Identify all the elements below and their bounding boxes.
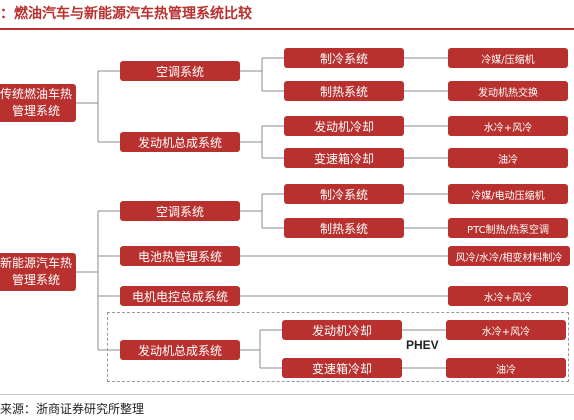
connector <box>240 125 284 159</box>
connector <box>404 57 448 159</box>
root-new-energy-vehicle: 新能源汽车热管理系统 <box>0 253 76 291</box>
fuel-cooling-leaf: 冷媒/压缩机 <box>448 48 568 68</box>
phev-dashed-group <box>107 312 569 382</box>
nev-engine-cooling: 发动机冷却 <box>282 320 402 340</box>
nev-gearbox-cooling-leaf: 油冷 <box>446 358 566 378</box>
phev-label: PHEV <box>406 338 439 352</box>
nev-engine-system: 发动机总成系统 <box>120 340 240 360</box>
fuel-engine-cooling-leaf: 水冷+风冷 <box>448 116 568 136</box>
title-rule <box>0 28 574 30</box>
nev-cooling-leaf: 冷媒/电动压缩机 <box>448 184 568 204</box>
connector <box>240 57 284 92</box>
source-note: 来源：浙商证券研究所整理 <box>0 402 145 416</box>
connector <box>76 70 120 143</box>
connector <box>402 329 446 369</box>
nev-ac-system: 空调系统 <box>120 201 240 221</box>
fuel-gearbox-cooling-leaf: 油冷 <box>448 148 568 168</box>
connector <box>240 193 448 297</box>
fuel-gearbox-cooling: 变速箱冷却 <box>284 148 404 168</box>
nev-motor-leaf: 水冷+风冷 <box>448 286 568 306</box>
fuel-cooling-system: 制冷系统 <box>284 48 404 68</box>
fuel-heating-system: 制热系统 <box>284 81 404 101</box>
nev-heating-system: 制热系统 <box>284 218 404 238</box>
root-fuel-vehicle: 传统燃油车热管理系统 <box>0 84 76 122</box>
fuel-engine-cooling: 发动机冷却 <box>284 116 404 136</box>
nev-engine-cooling-leaf: 水冷+风冷 <box>446 320 566 340</box>
nev-heating-leaf: PTC制热/热泵空调 <box>448 218 568 238</box>
nev-gearbox-cooling: 变速箱冷却 <box>282 358 402 378</box>
connector <box>240 193 284 229</box>
nev-motor-control-system: 电机电控总成系统 <box>120 286 240 306</box>
nev-battery-leaf: 风冷/水冷/相变材料制冷 <box>448 246 570 266</box>
connector <box>76 210 120 351</box>
nev-battery-thermal-system: 电池热管理系统 <box>120 246 240 266</box>
connector <box>240 329 282 369</box>
nev-cooling-system: 制冷系统 <box>284 184 404 204</box>
fuel-heating-leaf: 发动机热交换 <box>448 81 568 101</box>
fuel-engine-system: 发动机总成系统 <box>120 132 240 152</box>
fuel-ac-system: 空调系统 <box>120 61 240 81</box>
footer-rule <box>0 394 574 419</box>
figure-title: ：燃油汽车与新能源汽车热管理系统比较 <box>0 6 252 22</box>
